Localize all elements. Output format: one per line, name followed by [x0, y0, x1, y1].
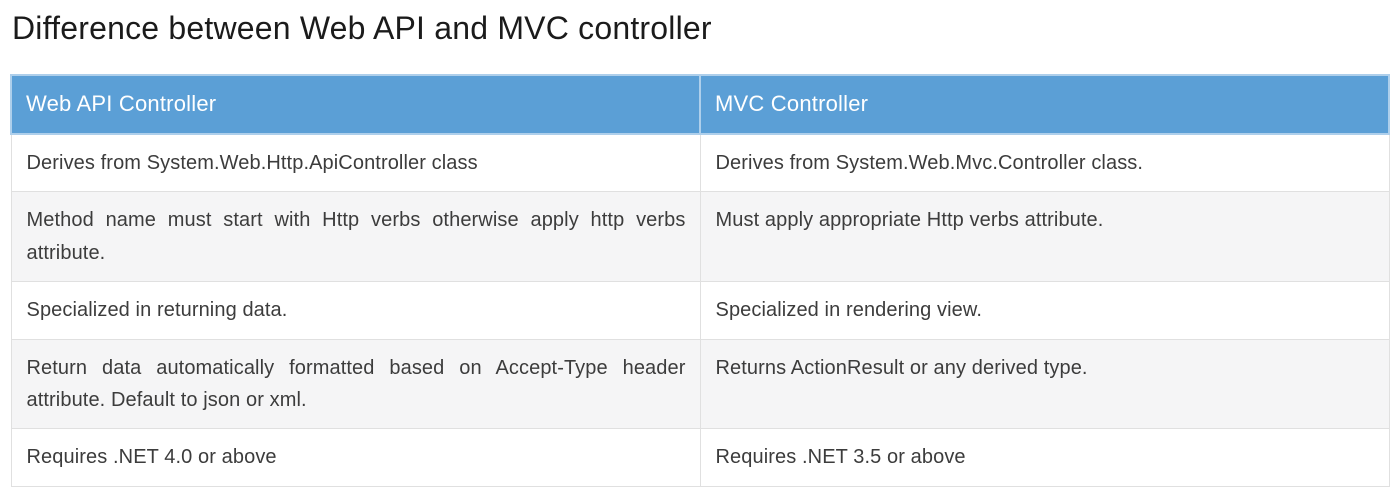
comparison-table: Web API Controller MVC Controller Derive… [10, 74, 1390, 487]
cell-mvc-return-format: Returns ActionResult or any derived type… [699, 338, 1390, 430]
table-row: Specialized in returning data. Specializ… [10, 281, 1390, 340]
table-row: Requires .NET 4.0 or above Requires .NET… [10, 428, 1390, 487]
cell-web-api-specialized: Specialized in returning data. [10, 281, 701, 340]
column-header-web-api-controller: Web API Controller [10, 74, 701, 135]
cell-web-api-return-format: Return data automatically formatted base… [10, 338, 701, 430]
column-header-mvc-controller: MVC Controller [699, 74, 1390, 135]
page-title: Difference between Web API and MVC contr… [12, 10, 712, 46]
cell-web-api-method-name: Method name must start with Http verbs o… [10, 191, 701, 283]
table-header-row: Web API Controller MVC Controller [10, 74, 1390, 135]
cell-mvc-derives: Derives from System.Web.Mvc.Controller c… [699, 133, 1390, 193]
table-row: Method name must start with Http verbs o… [10, 191, 1390, 283]
cell-mvc-requires: Requires .NET 3.5 or above [699, 428, 1390, 487]
cell-web-api-derives: Derives from System.Web.Http.ApiControll… [10, 133, 701, 193]
cell-mvc-method-name: Must apply appropriate Http verbs attrib… [699, 191, 1390, 283]
cell-mvc-specialized: Specialized in rendering view. [699, 281, 1390, 340]
table-row: Return data automatically formatted base… [10, 338, 1390, 430]
cell-web-api-requires: Requires .NET 4.0 or above [10, 428, 701, 487]
table-row: Derives from System.Web.Http.ApiControll… [10, 133, 1390, 193]
